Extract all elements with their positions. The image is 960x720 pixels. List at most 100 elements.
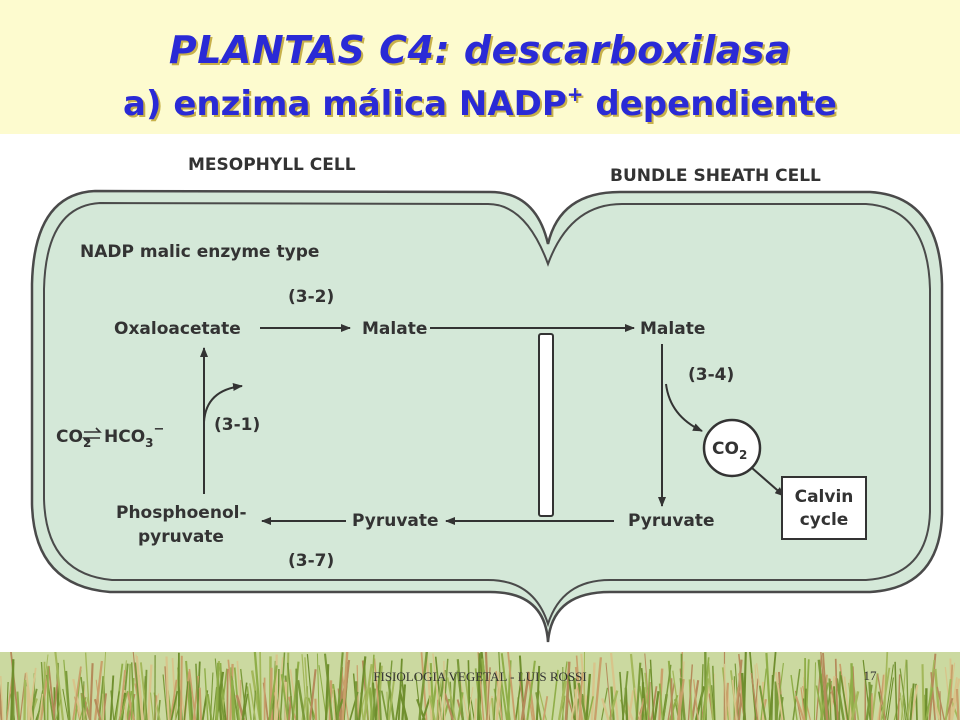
grass-blade (446, 677, 457, 720)
grass-blade (192, 675, 200, 720)
grass-blade (899, 668, 908, 720)
grass-blade (930, 672, 936, 720)
malate-bundle-sheath-label: Malate (640, 319, 705, 339)
grass-blade (198, 687, 203, 720)
grass-blade (16, 691, 21, 720)
footer-text: FISIOLOGIA VEGETAL - LUIS ROSSI (373, 669, 587, 684)
grass-blade (587, 696, 594, 720)
grass-blade (301, 654, 308, 720)
grass-blade (380, 690, 389, 720)
grass-blade (162, 674, 168, 720)
grass-blade (817, 659, 827, 720)
grass-blade (794, 695, 805, 720)
grass-blade (608, 690, 619, 720)
grass-blade (436, 678, 442, 720)
grass-blade (775, 672, 784, 720)
grass-blade (885, 664, 894, 720)
grass-blade (924, 687, 934, 720)
grass-blade (306, 654, 314, 720)
grass-blade (65, 670, 71, 720)
step-3-4-label: (3-4) (688, 365, 734, 385)
grass-blade (619, 671, 625, 720)
grass-blade (897, 674, 901, 720)
enzyme-type-label: NADP malic enzyme type (80, 242, 319, 262)
grass-blade (691, 680, 700, 720)
grass-blade (276, 657, 284, 720)
grass-blade (46, 666, 49, 720)
grass-blade (693, 679, 699, 720)
grass-blade (38, 693, 44, 720)
mesophyll-cell-label: MESOPHYLL CELL (188, 155, 356, 175)
grass-blade (851, 666, 856, 720)
grass-blade (909, 683, 915, 720)
grass-decoration (0, 652, 960, 720)
footer-grass-band (0, 652, 960, 720)
grass-blade (249, 683, 257, 720)
grass-blade (72, 666, 82, 720)
grass-blade (477, 653, 481, 720)
equilibrium-arrows (82, 427, 102, 443)
grass-blade (230, 667, 234, 720)
grass-blade (610, 686, 615, 720)
grass-blade (495, 671, 500, 720)
grass-blade (47, 666, 56, 720)
grass-blade (894, 661, 898, 720)
grass-blade (648, 681, 651, 720)
grass-blade (456, 659, 464, 720)
grass-blade (240, 668, 248, 720)
grass-blade (123, 689, 127, 720)
grass-blade (834, 658, 839, 720)
grass-blade (518, 676, 526, 720)
grass-blade (147, 664, 153, 720)
grass-blade (828, 678, 832, 720)
grass-blade (792, 668, 801, 720)
co2-circle (702, 418, 762, 478)
grass-blade (82, 681, 85, 720)
grass-blade (209, 672, 214, 720)
grass-blade (815, 655, 822, 720)
grass-blade (418, 652, 429, 720)
grass-blade (316, 653, 320, 720)
grass-blade (324, 664, 330, 720)
grass-blade (551, 669, 559, 720)
grass-blade (358, 656, 367, 720)
grass-blade (10, 652, 20, 720)
grass-blade (880, 667, 891, 720)
grass-blade (734, 687, 739, 720)
grass-blade (10, 659, 15, 720)
grass-blade (196, 661, 201, 720)
grass-blade (939, 691, 942, 720)
grass-blade (948, 664, 954, 720)
grass-blade (865, 684, 873, 720)
grass-blade (921, 664, 925, 720)
grass-blade (687, 664, 693, 720)
grass-blade (649, 659, 655, 720)
grass-blade (805, 659, 810, 720)
grass-blade (83, 693, 89, 720)
grass-blade (274, 654, 278, 720)
grass-blade (432, 653, 441, 720)
grass-blade (373, 658, 381, 720)
grass-blade (593, 657, 603, 720)
grass-blade (170, 690, 179, 720)
grass-blade (474, 698, 477, 720)
grass-blade (456, 670, 465, 720)
grass-blade (93, 698, 102, 720)
bundle-sheath-cell-label: BUNDLE SHEATH CELL (610, 166, 821, 186)
grass-blade (707, 662, 714, 720)
slide-number: 17 (863, 668, 877, 683)
grass-blade (944, 678, 952, 720)
grass-blade (679, 678, 686, 720)
grass-blade (165, 656, 170, 720)
grass-blade (286, 662, 295, 720)
slide-title: PLANTAS C4: descarboxilasa (168, 28, 792, 72)
grass-blade (443, 693, 454, 720)
grass-blade (195, 663, 200, 720)
grass-blade (542, 696, 549, 720)
grass-blade (301, 696, 307, 720)
grass-blade (601, 698, 610, 720)
c4-pathway-diagram: MESOPHYLL CELL BUNDLE SHEATH CELL NADP m… (30, 155, 944, 643)
grass-blade (215, 662, 220, 720)
pep-label-line2: pyruvate (138, 527, 224, 547)
subtitle-main: a) enzima málica NADP (123, 84, 567, 124)
